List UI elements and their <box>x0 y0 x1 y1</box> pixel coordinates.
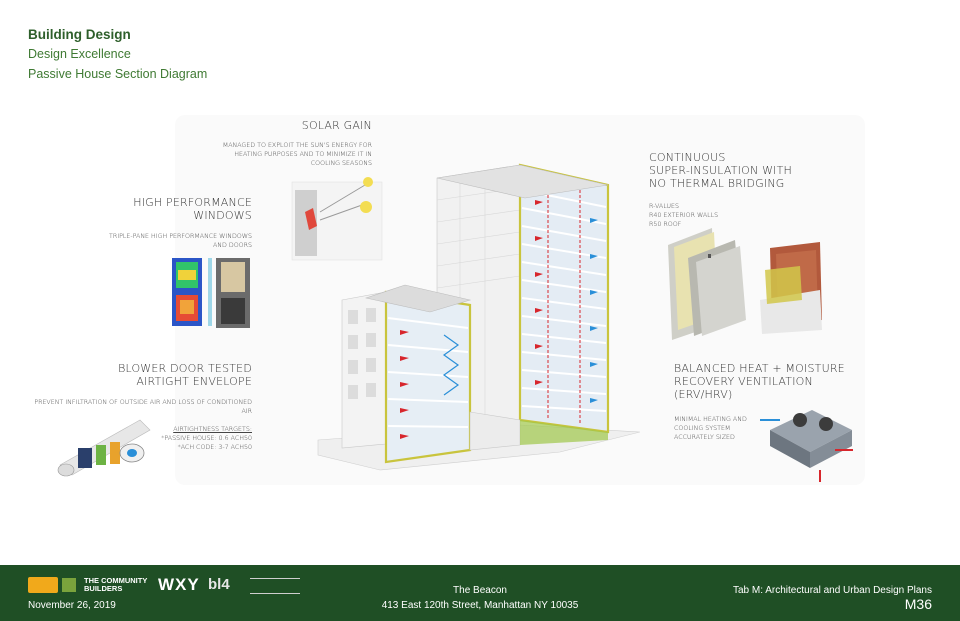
community-builders-logo-line-1: THE COMMUNITY <box>84 576 148 585</box>
erv-unit-illustration <box>760 410 853 482</box>
solar-gain-heading: SOLAR GAIN <box>301 119 372 132</box>
passive-house-diagram <box>57 163 853 482</box>
bl4-logo: bl4 <box>208 576 230 593</box>
airtight-products-illustration <box>57 419 151 477</box>
solar-gain-text: MANAGED TO EXPLOIT THE SUN'S ENERGY FOR … <box>223 141 372 168</box>
page-number: M36 <box>904 596 932 612</box>
airtightness-targets-line-3: *ACH CODE: 3-7 ACH50 <box>177 444 252 452</box>
ventilation-text-line-2: COOLING SYSTEM <box>674 425 731 433</box>
insulation-text-line-1: R-VALUES <box>649 203 680 210</box>
ventilation-text-line-3: ACCURATELY SIZED <box>674 434 735 442</box>
blower-door-text: PREVENT INFILTRATION OF OUTSIDE AIR AND … <box>34 398 252 416</box>
blower-door-text-line-1: PREVENT INFILTRATION OF OUTSIDE AIR AND … <box>34 399 252 406</box>
community-builders-logo: THE COMMUNITY BUILDERS <box>84 577 147 593</box>
insulation-text-line-2: R40 EXTERIOR WALLS <box>649 212 719 220</box>
footer-bar: THE COMMUNITY BUILDERS WXY bl4 November … <box>0 565 960 621</box>
ventilation-heading-line-1: BALANCED HEAT + MOISTURE <box>674 362 845 375</box>
insulation-illustration <box>668 228 822 340</box>
ventilation-heading: BALANCED HEAT + MOISTURE RECOVERY VENTIL… <box>674 362 845 402</box>
windows-heading-line-1: HIGH PERFORMANCE <box>133 196 252 209</box>
building-section <box>317 163 641 471</box>
insulation-heading-line-3: NO THERMAL BRIDGING <box>649 176 785 190</box>
insulation-heading: CONTINUOUS SUPER-INSULATION WITH NO THER… <box>649 151 792 191</box>
blower-door-text-line-2: AIR <box>241 408 252 416</box>
footer-address: 413 East 120th Street, Manhattan NY 1003… <box>381 600 579 611</box>
windows-text: TRIPLE-PANE HIGH PERFORMANCE WINDOWS AND… <box>109 232 252 250</box>
ventilation-heading-line-3: (ERV/HRV) <box>674 387 733 401</box>
wxy-logo: WXY <box>158 575 200 594</box>
blower-door-heading-line-1: BLOWER DOOR TESTED <box>118 362 252 375</box>
footer-project: The Beacon <box>453 585 507 596</box>
airtightness-targets-line-1: AIRTIGHTNESS TARGETS: <box>173 426 252 433</box>
footer-tab: Tab M: Architectural and Urban Design Pl… <box>733 585 932 596</box>
insulation-heading-line-2: SUPER-INSULATION WITH <box>649 163 792 177</box>
window-section-illustration <box>172 258 250 328</box>
solar-gain-text-line-1: MANAGED TO EXPLOIT THE SUN'S ENERGY FOR <box>222 142 372 149</box>
solar-gain-illustration <box>291 177 383 261</box>
insulation-heading-line-1: CONTINUOUS <box>649 151 726 164</box>
windows-heading: HIGH PERFORMANCE WINDOWS <box>133 196 252 223</box>
blower-door-heading: BLOWER DOOR TESTED AIRTIGHT ENVELOPE <box>118 362 252 389</box>
airtightness-targets-line-2: *PASSIVE HOUSE: 0.6 ACH50 <box>161 435 252 443</box>
community-builders-logo-line-2: BUILDERS <box>84 584 123 593</box>
insulation-text-line-3: R50 ROOF <box>649 221 682 229</box>
page-subtitle: Design Excellence <box>28 47 131 61</box>
insulation-text: R-VALUES R40 EXTERIOR WALLS R50 ROOF <box>649 202 718 229</box>
partner-logo-2 <box>62 578 76 592</box>
ventilation-text-line-1: MINIMAL HEATING AND <box>674 416 747 423</box>
partner-logo-6 <box>250 578 300 594</box>
ventilation-text: MINIMAL HEATING AND COOLING SYSTEM ACCUR… <box>674 415 747 442</box>
footer-date: November 26, 2019 <box>28 600 116 611</box>
airtightness-targets: AIRTIGHTNESS TARGETS: *PASSIVE HOUSE: 0.… <box>161 425 252 452</box>
windows-text-line-1: TRIPLE-PANE HIGH PERFORMANCE WINDOWS <box>109 233 252 240</box>
diagram-title: Passive House Section Diagram <box>28 67 208 81</box>
windows-text-line-2: AND DOORS <box>212 242 252 250</box>
partner-logo-1 <box>28 577 58 593</box>
windows-heading-line-2: WINDOWS <box>193 208 252 222</box>
ventilation-heading-line-2: RECOVERY VENTILATION <box>674 374 813 388</box>
page-title: Building Design <box>28 27 131 42</box>
partner-logos: THE COMMUNITY BUILDERS WXY bl4 <box>28 575 308 597</box>
blower-door-heading-line-2: AIRTIGHT ENVELOPE <box>136 374 252 388</box>
solar-gain-text-line-3: COOLING SEASONS <box>310 160 372 168</box>
solar-gain-text-line-2: HEATING PURPOSES AND TO MINIMIZE IT IN <box>234 151 372 159</box>
